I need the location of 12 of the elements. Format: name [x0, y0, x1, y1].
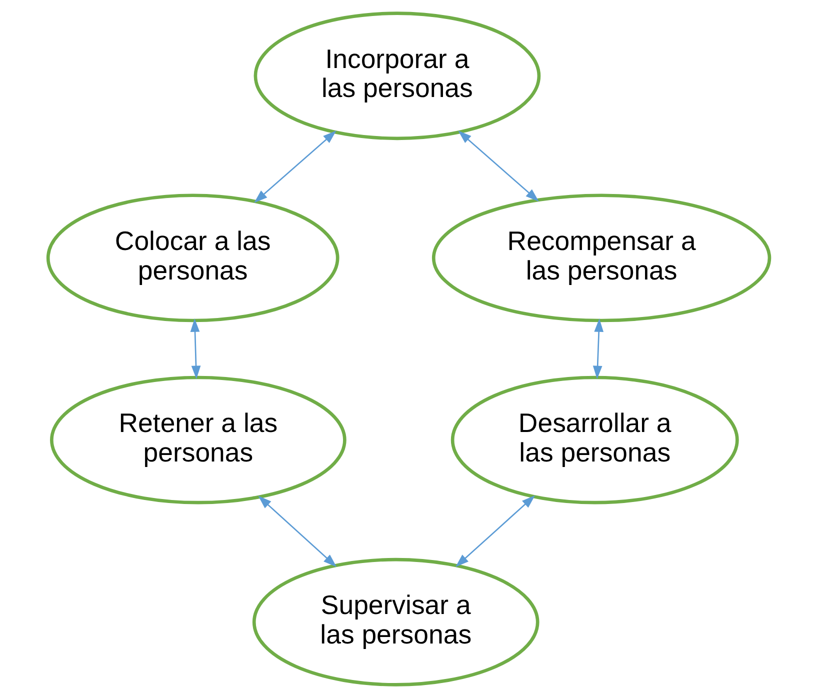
node-ellipse: Supervisar a las personas [252, 558, 539, 686]
arrow [458, 130, 538, 202]
node-ellipse: Retener a las personas [50, 376, 346, 504]
node-ellipse: Incorporar a las personas [253, 12, 540, 140]
node-ellipse: Colocar a las personas [46, 194, 339, 322]
arrow [254, 130, 336, 203]
node-ellipse: Recompensar a las personas [431, 194, 771, 322]
node-ellipse: Desarrollar a las personas [450, 376, 738, 504]
arrow [258, 496, 336, 568]
arrow [592, 318, 604, 380]
arrow [455, 495, 535, 568]
arrow [190, 318, 200, 380]
